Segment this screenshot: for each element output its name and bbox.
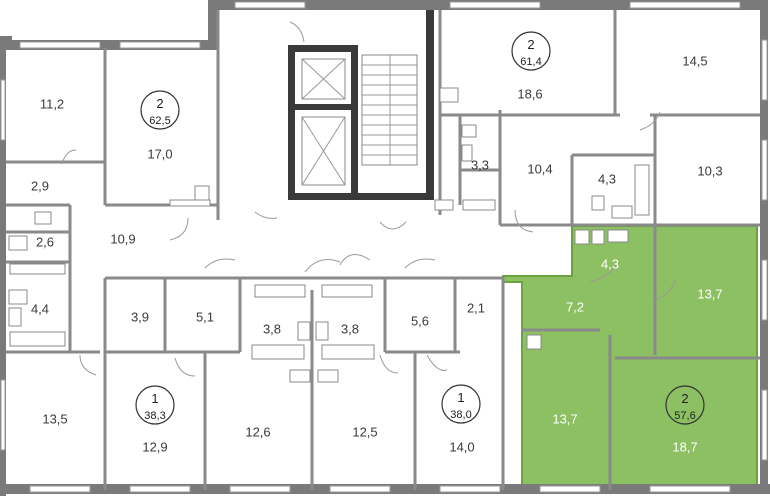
room-area-label: 11,2 bbox=[40, 96, 64, 111]
room-area-label: 4,3 bbox=[601, 256, 619, 271]
bathroom-fixtures bbox=[8, 87, 650, 383]
room-area-label: 10,9 bbox=[110, 231, 135, 246]
apartment-room-count: 2 bbox=[527, 37, 534, 52]
room-area-label: 10,4 bbox=[527, 161, 552, 176]
room-area-label: 14,5 bbox=[682, 53, 707, 68]
room-area-label: 13,7 bbox=[697, 286, 722, 301]
room-area-label: 3,8 bbox=[341, 321, 359, 336]
room-area-label: 13,5 bbox=[42, 411, 67, 426]
apartment-area: 38,3 bbox=[144, 410, 165, 422]
room-area-label: 18,6 bbox=[517, 86, 542, 101]
apartment-badge[interactable]: 2 62,5 bbox=[140, 90, 180, 130]
apartment-badge[interactable]: 1 38,0 bbox=[441, 384, 481, 424]
apartment-room-count: 2 bbox=[681, 391, 688, 406]
room-area-label: 5,6 bbox=[411, 313, 429, 328]
room-area-label: 14,0 bbox=[449, 439, 474, 454]
room-area-label: 2,9 bbox=[31, 178, 49, 193]
room-area-label: 10,3 bbox=[697, 163, 722, 178]
room-area-label: 18,7 bbox=[672, 439, 697, 454]
room-labels: 11,2 17,0 2,9 2,6 10,9 4,4 3,9 5,1 3,8 3… bbox=[31, 53, 723, 454]
staircase bbox=[361, 54, 418, 166]
apartment-badge[interactable]: 2 57,6 bbox=[665, 385, 705, 425]
room-area-label: 4,4 bbox=[31, 301, 49, 316]
room-area-label: 12,5 bbox=[352, 424, 377, 439]
interior-walls bbox=[6, 10, 760, 490]
apartment-badge[interactable]: 1 38,3 bbox=[135, 385, 175, 425]
room-area-label: 7,2 bbox=[566, 299, 584, 314]
room-area-label: 12,6 bbox=[245, 424, 270, 439]
room-area-label: 4,3 bbox=[598, 171, 616, 186]
room-area-label: 3,9 bbox=[131, 309, 149, 324]
apartment-area: 62,5 bbox=[149, 115, 170, 127]
room-area-label: 2,6 bbox=[36, 234, 54, 249]
stair-elevator-core bbox=[288, 10, 434, 200]
room-area-label: 3,3 bbox=[471, 157, 489, 172]
apartment-room-count: 1 bbox=[457, 390, 464, 405]
apartment-area: 61,4 bbox=[520, 56, 541, 68]
room-area-label: 3,8 bbox=[263, 321, 281, 336]
room-area-label: 5,1 bbox=[196, 309, 214, 324]
doors bbox=[61, 21, 676, 377]
apartment-badge[interactable]: 2 61,4 bbox=[511, 31, 551, 71]
room-area-label: 12,9 bbox=[142, 439, 167, 454]
apartment-area: 57,6 bbox=[674, 410, 695, 422]
room-area-label: 2,1 bbox=[467, 300, 485, 315]
apartment-area: 38,0 bbox=[450, 409, 471, 421]
room-area-label: 13,7 bbox=[552, 411, 577, 426]
room-area-label: 17,0 bbox=[147, 146, 172, 161]
apartment-room-count: 1 bbox=[151, 391, 158, 406]
apartment-room-count: 2 bbox=[156, 96, 163, 111]
